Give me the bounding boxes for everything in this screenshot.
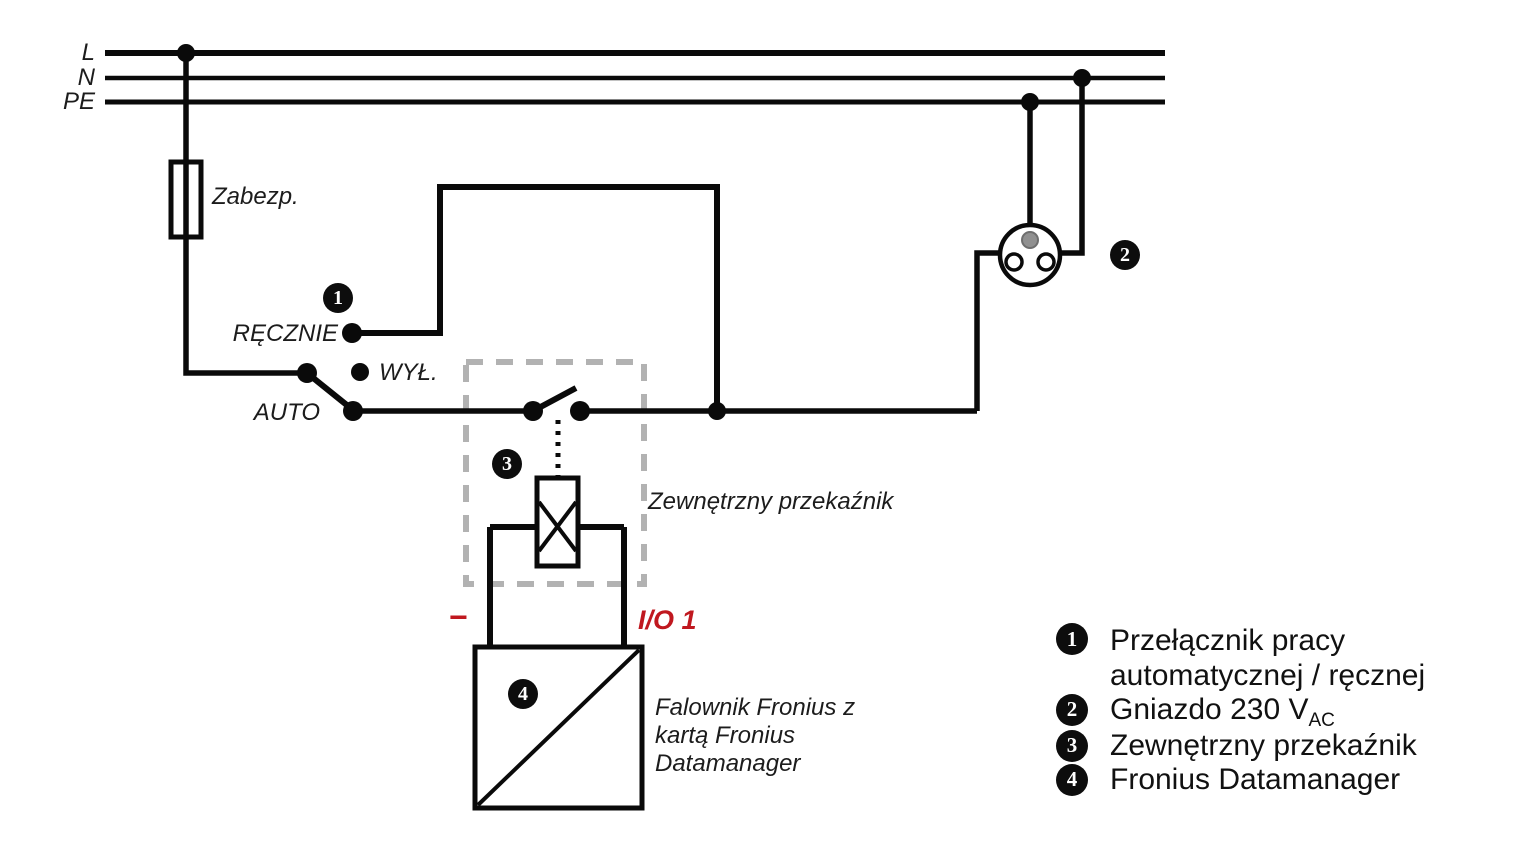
marker-3-relay: 3 <box>492 449 522 479</box>
wire-manual-bypass <box>352 184 720 411</box>
wire-n-to-socket <box>1059 78 1085 256</box>
switch-auto-label: AUTO <box>253 399 320 426</box>
switch-off-label: WYŁ. <box>379 359 438 386</box>
junction-dots <box>177 44 1091 421</box>
supply-bus-lines <box>105 50 1165 105</box>
bus-label-pe: PE <box>62 88 95 115</box>
legend-item-socket: 2 Gniazdo 230 VAC <box>1056 692 1335 730</box>
marker-2-socket: 2 <box>1110 240 1140 270</box>
marker-4-inverter: 4 <box>508 679 538 709</box>
relay-coil-symbol <box>534 475 581 569</box>
relay-contact-dot-right <box>570 401 590 421</box>
inverter-caption-line: kartą Fronius <box>655 722 796 749</box>
inverter-caption-line: Datamanager <box>655 750 801 777</box>
relay-caption: Zewnętrzny przekaźnik <box>648 488 894 515</box>
wire-to-socket-left <box>974 250 1001 411</box>
marker-1-switch: 1 <box>323 283 353 313</box>
socket-pin-pe <box>1021 231 1039 249</box>
inverter-diagonal <box>476 648 641 807</box>
legend-item-relay: 3 Zewnętrzny przekaźnik <box>1056 728 1417 763</box>
junction-dot-l <box>177 44 195 62</box>
bus-label-l: L <box>81 39 95 66</box>
legend-item-datamanager: 4 Fronius Datamanager <box>1056 762 1400 797</box>
inverter-caption: Falownik Fronius z kartą Fronius Dataman… <box>655 694 855 778</box>
legend-label-datamanager: Fronius Datamanager <box>1110 763 1401 796</box>
external-relay-dashed-box <box>463 359 647 587</box>
legend-label-socket: Gniazdo 230 VAC <box>1110 692 1335 730</box>
legend-label-switch: Przełącznik pracy automatycznej / ręczne… <box>1110 624 1426 692</box>
switch-auto-dot <box>343 401 363 421</box>
switch-manual-label: RĘCZNIE <box>232 320 338 347</box>
junction-dot-n <box>1073 69 1091 87</box>
legend-badge-2: 2 <box>1056 693 1088 726</box>
relay-contact-dot-left <box>523 401 543 421</box>
socket-pin-left <box>1004 252 1024 272</box>
fuse-label: Zabezp. <box>212 183 299 210</box>
relay-coil-cross-2 <box>537 500 578 553</box>
junction-dot-pe <box>1021 93 1039 111</box>
fuse-symbol <box>168 159 204 240</box>
socket-pin-right <box>1036 252 1056 272</box>
legend-item-switch: 1 Przełącznik pracy automatycznej / ręcz… <box>1056 623 1480 693</box>
io-port-label: I/O 1 <box>638 605 697 635</box>
io-minus-label: − <box>449 599 468 635</box>
legend-label-socket-text: Gniazdo 230 V <box>1110 693 1309 726</box>
wires <box>183 53 1085 650</box>
junction-dot-bypass <box>708 402 726 420</box>
relay-coil-body <box>534 475 581 569</box>
legend-badge-1: 1 <box>1056 623 1088 655</box>
switch-off-dot <box>351 363 369 381</box>
legend-label-socket-subscript: AC <box>1308 710 1335 731</box>
inverter-symbol <box>472 644 645 811</box>
legend-badge-3: 3 <box>1056 729 1088 762</box>
switch-common-dot <box>297 363 317 383</box>
legend-badge-4: 4 <box>1056 763 1088 796</box>
legend-label-relay: Zewnętrzny przekaźnik <box>1110 729 1417 762</box>
inverter-caption-line: Falownik Fronius z <box>655 694 856 721</box>
bus-label-n: N <box>77 64 95 91</box>
socket-symbol <box>997 222 1063 288</box>
switch-manual-dot <box>342 323 362 343</box>
